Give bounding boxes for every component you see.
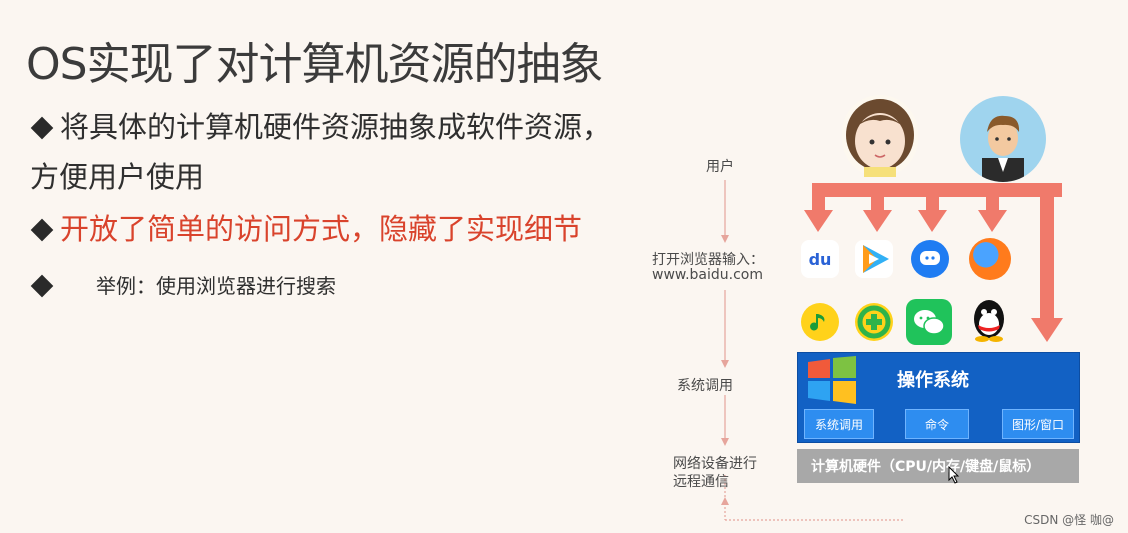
- syscall-button[interactable]: 系统调用: [804, 409, 874, 439]
- diamond-bullet-icon: [30, 116, 54, 139]
- boy-avatar-icon: [960, 96, 1046, 182]
- bullet-2-text: 开放了简单的访问方式，隐藏了实现细节: [60, 212, 583, 246]
- bullet-1-line-2: 方便用户使用: [30, 160, 205, 194]
- chat-bubble-icon[interactable]: [911, 240, 949, 278]
- diamond-bullet-icon: [30, 274, 54, 298]
- baidu-icon-text: du: [808, 249, 832, 269]
- command-button[interactable]: 命令: [905, 409, 969, 439]
- bullet-3-text: 举例：使用浏览器进行搜索: [96, 274, 336, 298]
- user-label: 用户: [706, 159, 734, 175]
- syscall-label: 系统调用: [677, 378, 733, 394]
- mouse-cursor-icon: [948, 466, 960, 484]
- network-label-line-2: 远程通信: [673, 474, 729, 490]
- slide-title: OS实现了对计算机资源的抽象: [26, 39, 604, 90]
- flow-connector-lines: [721, 180, 905, 521]
- network-label-line-1: 网络设备进行: [673, 456, 757, 472]
- girl-avatar-icon: [842, 95, 918, 177]
- hardware-box: 计算机硬件（CPU/内存/键盘/鼠标）: [797, 449, 1079, 483]
- user-to-app-arrows: [804, 183, 1063, 342]
- wechat-icon[interactable]: [906, 299, 952, 345]
- tencent-video-icon[interactable]: [855, 240, 893, 278]
- csdn-watermark: CSDN @怪 咖@: [1024, 513, 1114, 527]
- browser-label-line-2: www.baidu.com: [652, 267, 763, 283]
- firefox-icon[interactable]: [969, 238, 1011, 280]
- bullet-2: 开放了简单的访问方式，隐藏了实现细节: [30, 206, 582, 248]
- os-title: 操作系统: [897, 370, 969, 391]
- 360-icon[interactable]: [855, 303, 893, 341]
- browser-label-line-1: 打开浏览器输入：: [652, 252, 764, 268]
- bullet-3: 举例：使用浏览器进行搜索: [30, 270, 336, 299]
- baidu-icon[interactable]: du: [801, 240, 839, 278]
- qq-music-icon[interactable]: [801, 303, 839, 341]
- bullet-1-text: 将具体的计算机硬件资源抽象成软件资源，: [60, 110, 612, 144]
- bullet-1-line-1: 将具体的计算机硬件资源抽象成软件资源，: [30, 104, 611, 146]
- gui-window-button[interactable]: 图形/窗口: [1002, 409, 1074, 439]
- qq-icon[interactable]: [968, 297, 1010, 343]
- diamond-bullet-icon: [30, 218, 54, 241]
- windows-logo-icon: [808, 356, 856, 404]
